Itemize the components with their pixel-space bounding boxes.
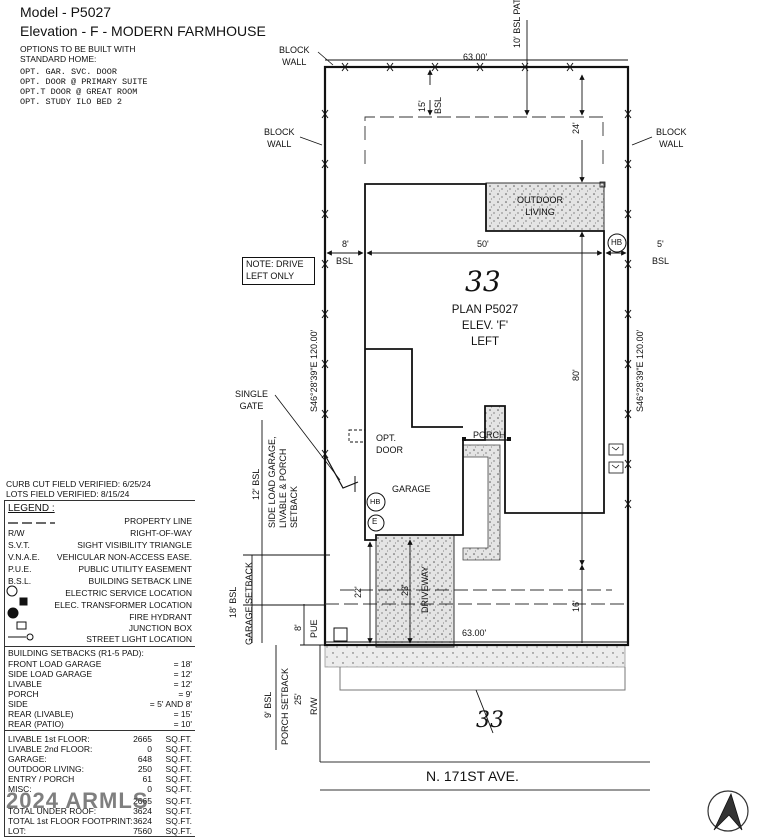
driveway-23-dim: 23' [400,584,410,596]
bearing-left: S46°28'39"E 120.00' [309,329,319,412]
options-heading-1: OPTIONS TO BE BUILT WITH [20,44,136,54]
right-side-dim: 5' [657,239,664,249]
elevation-title: Elevation - F - MODERN FARMHOUSE [20,23,266,39]
rear-24-dim: 24' [571,122,581,134]
bottom-width-dim: 63.00' [462,628,487,638]
garage-label: GARAGE [392,484,431,494]
driveway-22-dim: 22' [353,586,363,598]
option-2: OPT. DOOR @ PRIMARY SUITE [20,77,148,87]
porch-setback-label: PORCH SETBACK [280,667,290,745]
bearing-right: S46°28'39"E 120.00' [635,329,645,412]
street-name: N. 171ST AVE. [426,768,519,784]
driveway [375,534,455,648]
model-title: Model - P5027 [20,4,112,20]
curve-label: 33 [476,708,504,733]
legend-title: LEGEND : [8,503,55,514]
pue-label: PUE [309,619,319,638]
armls-watermark: 2024 ARMLS [6,788,149,813]
house-footprint [364,183,605,541]
property-line [323,65,630,647]
options-heading-2: STANDARD HOME: [20,54,97,64]
left-side-dim: 8' [342,239,349,249]
lots-verified: LOTS FIELD VERIFIED: 8/15/24 [6,489,130,499]
porch-label: PORCH [473,430,506,440]
hose-bib-garage-symbol [366,492,386,512]
opt-door-label: OPT.DOOR [376,433,403,455]
sidewalk [324,644,626,668]
option-4: OPT. STUDY ILO BED 2 [20,97,123,107]
plan-name: PLAN P5027 [451,304,519,316]
curb-cut-verified: CURB CUT FIELD VERIFIED: 6/25/24 [6,479,151,489]
hose-bib-symbol [607,233,627,253]
porch-walk [462,444,501,561]
front-16-dim: 16' [571,600,581,612]
left-bsl-dim: BSL [336,256,354,266]
setbacks-title: BUILDING SETBACKS (R1-5 PAD): [8,648,144,658]
electric-service-symbol [367,514,385,532]
right-bsl-dim: BSL [652,256,670,266]
hose-bib-garage-label: HB [370,497,381,506]
rear-bsl-dim: BSL [433,96,443,114]
hose-bib-label: HB [611,238,623,247]
plan-handing: LEFT [470,336,500,348]
north-arrow [707,790,749,832]
rw-25-dim: 25' [293,693,303,705]
option-3: OPT.T DOOR @ GREAT ROOM [20,87,138,97]
rear-setback-dim: 15' [417,100,427,112]
rw-label: R/W [309,697,319,716]
plan-elevation: ELEV. 'F' [461,320,509,332]
electric-label: E [372,517,378,526]
option-1: OPT. GAR. SVC. DOOR [20,67,117,77]
porch-9bsl-dim: 9' BSL [263,691,273,718]
setbacks-box: BUILDING SETBACKS (R1-5 PAD): FRONT LOAD… [4,645,195,731]
lot-number: 33 [465,265,501,298]
depth-80-dim: 80' [571,369,581,381]
top-width-dim: 63.00' [463,52,488,62]
setback-lines [325,116,628,605]
outdoor-living-slab [485,182,605,232]
pue-8-dim: 8' [293,624,303,631]
driveway-label: DRIVEWAY [420,565,430,613]
patio-setback-label: 10' BSL PATIO COV. [512,0,522,48]
side-12bsl-dim: 12' BSL [251,468,261,500]
dimension-lines [243,20,628,762]
garage-18bsl-dim: 18' BSL [228,586,238,618]
house-width-dim: 50' [477,239,489,249]
block-wall-marks [321,62,632,509]
garage-setback-label: GARAGE SETBACK [244,561,254,645]
